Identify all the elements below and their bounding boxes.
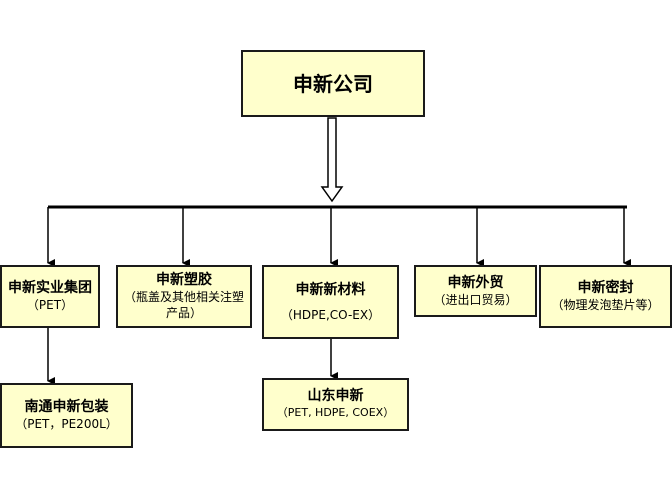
child-node-sub: （HDPE,CO-EX） (280, 307, 381, 322)
grandchild-node-sub: （PET，PE200L） (15, 417, 118, 431)
root-node-label: 申新公司 (293, 71, 373, 96)
child-node-shenxin-seal: 申新密封 （物理发泡垫片等） (539, 265, 672, 328)
child-node-shenxin-materials: 申新新材料 （HDPE,CO-EX） (262, 265, 399, 339)
root-hollow-arrow (320, 117, 344, 203)
child-node-sub: （进出口贸易） (433, 292, 518, 307)
child-node-name: 申新塑胶 (156, 272, 212, 288)
grandchild-node-sub: （PET, HDPE, COEX） (276, 406, 395, 419)
child-node-sub: （PET） (26, 298, 74, 312)
grandchild-node-name: 南通申新包装 (24, 399, 109, 415)
grandchild-node-nantong: 南通申新包装 （PET，PE200L） (0, 383, 133, 448)
child-node-name: 申新实业集团 (8, 280, 92, 296)
child-node-sub: （物理发泡垫片等） (551, 298, 660, 312)
child-node-sub: （瓶盖及其他相关注塑产品） (124, 290, 245, 320)
grandchild-node-name: 山东申新 (307, 388, 364, 404)
grandchild-node-shandong: 山东申新 （PET, HDPE, COEX） (262, 378, 409, 431)
child-node-shenxin-plastics: 申新塑胶 （瓶盖及其他相关注塑产品） (116, 265, 252, 328)
child-node-name: 申新密封 (577, 280, 634, 296)
child-node-name: 申新新材料 (295, 281, 366, 298)
child-node-shenxin-industrial: 申新实业集团 （PET） (0, 265, 100, 328)
child-node-name: 申新外贸 (447, 274, 504, 291)
root-node: 申新公司 (241, 50, 425, 117)
child-node-shenxin-trade: 申新外贸 （进出口贸易） (414, 265, 537, 317)
